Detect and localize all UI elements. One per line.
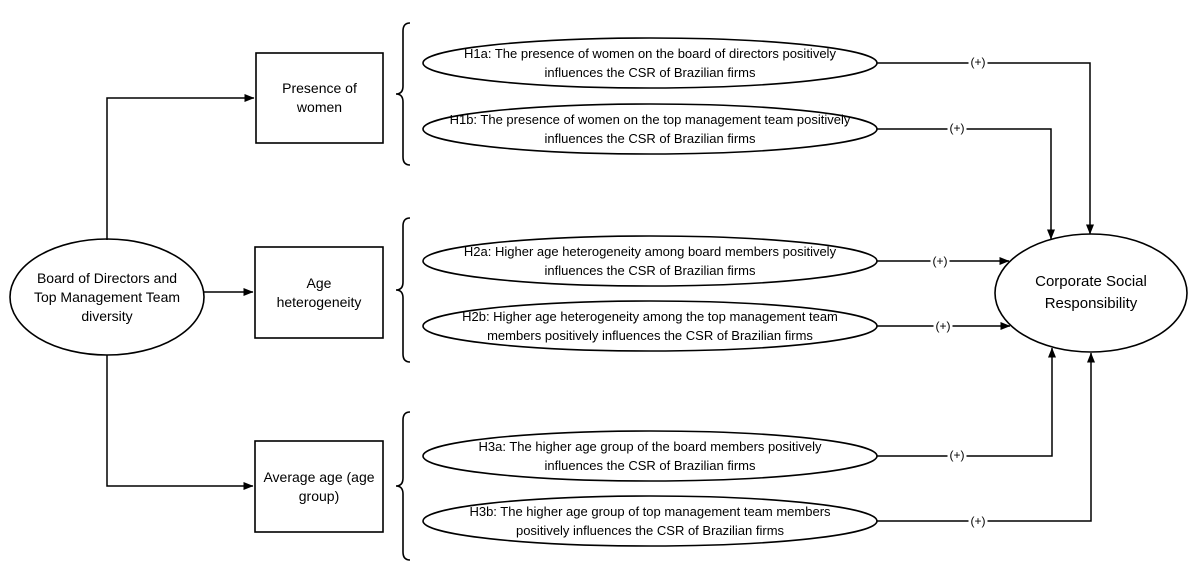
hypothesis-label-h2a: H2a: Higher age heterogeneity among boar… — [423, 242, 877, 280]
dimension-line: Presence of — [282, 80, 357, 96]
dimension-line: heterogeneity — [276, 293, 362, 310]
effect-label-h2a: (+) — [930, 254, 950, 268]
dimension-label-presence-of-women: Presence of women — [256, 53, 383, 143]
hypothesis-line: influences the CSR of Brazilian firms — [544, 131, 756, 146]
hypothesis-line: positively influences the CSR of Brazili… — [515, 523, 785, 538]
effect-label-h2b: (+) — [933, 319, 953, 333]
hypothesis-line: influences the CSR of Brazilian firms — [544, 458, 756, 473]
dimension-line: women — [296, 99, 343, 115]
hypothesis-line: H2b: Higher age heterogeneity among the … — [462, 309, 838, 324]
effect-label-h1a: (+) — [968, 55, 988, 69]
dimension-label-average-age: Average age (age group) — [255, 441, 383, 532]
arrow-h3a-to-csr — [877, 347, 1056, 457]
hypothesis-label-h1a: H1a: The presence of women on the board … — [423, 44, 877, 82]
dimension-line: Average age (age — [263, 468, 375, 485]
arrow-h3b-to-csr — [877, 352, 1095, 522]
effect-label-h1b: (+) — [947, 121, 967, 135]
source-node-line: Board of Directors and — [36, 269, 178, 286]
connector-source-to-average-age — [106, 355, 254, 490]
hypothesis-label-h3b: H3b: The higher age group of top managem… — [423, 502, 877, 540]
hypothesis-line: H1a: The presence of women on the board … — [464, 46, 836, 61]
dimension-label-age-heterogeneity: Age heterogeneity — [255, 247, 383, 338]
hypothesis-line: H3b: The higher age group of top managem… — [469, 504, 831, 519]
dimension-box-presence-of-women — [255, 52, 384, 144]
source-node-line: diversity — [81, 307, 133, 324]
dimension-box-age-heterogeneity — [254, 246, 384, 339]
source-node-line: Top Management Team — [33, 288, 181, 305]
hypothesis-line: influences the CSR of Brazilian firms — [544, 263, 756, 278]
connector-source-to-presence — [106, 94, 255, 240]
hypothesis-line: H2a: Higher age heterogeneity among boar… — [463, 244, 837, 259]
source-node-label: Board of Directors and Top Management Te… — [17, 268, 197, 326]
outcome-node-line: Responsibility — [1044, 295, 1138, 312]
brace-group-1 — [395, 22, 411, 166]
hypothesis-line: influences the CSR of Brazilian firms — [544, 65, 756, 80]
brace-group-3 — [395, 411, 411, 561]
dimension-box-average-age — [254, 440, 384, 533]
dimension-line: Age — [306, 274, 332, 291]
outcome-node-label: Corporate Social Responsibility — [1016, 271, 1166, 315]
hypothesis-line: H1b: The presence of women on the top ma… — [449, 112, 851, 127]
brace-group-2 — [395, 217, 411, 363]
arrow-h1b-to-csr — [877, 128, 1055, 240]
hypothesis-label-h2b: H2b: Higher age heterogeneity among the … — [423, 307, 877, 345]
hypothesis-label-h3a: H3a: The higher age group of the board m… — [423, 437, 877, 475]
hypothesis-line: members positively influences the CSR of… — [487, 328, 813, 343]
effect-label-h3b: (+) — [968, 514, 988, 528]
hypothesis-line: H3a: The higher age group of the board m… — [478, 439, 822, 454]
effect-label-h3a: (+) — [947, 448, 967, 462]
hypothesis-label-h1b: H1b: The presence of women on the top ma… — [423, 110, 877, 148]
dimension-line: group) — [298, 487, 340, 504]
arrow-h1a-to-csr — [877, 62, 1094, 235]
outcome-node-line: Corporate Social — [1035, 273, 1147, 290]
